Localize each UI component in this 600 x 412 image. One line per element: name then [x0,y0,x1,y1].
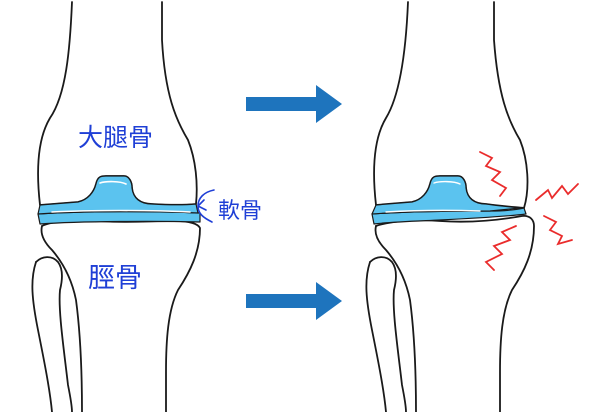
cartilage-label: 軟骨 [218,199,263,224]
healthy-fibula-outline [35,256,73,412]
pain-indicators [479,151,579,271]
femur-label: 大腿骨 [78,123,154,152]
pain-zigzag-icon [535,183,579,201]
right-arrow-icon [246,282,342,320]
cartilage-pointer-arrow [197,189,215,223]
worn-fibula-outline [369,256,407,412]
worn-tibia-inner-edge [374,225,417,412]
right-arrow-icon [246,85,342,123]
worn-fibula-edge [365,261,387,412]
pain-zigzag-icon [543,215,573,246]
pain-zigzag-icon [479,151,508,197]
healthy-femur-outline [37,1,198,206]
pain-zigzag-icon [484,225,517,271]
healthy-knee [31,1,215,412]
worn-tibia-outline [375,214,535,412]
progression-arrows [246,85,342,320]
healthy-cartilage-upper [37,175,199,215]
healthy-tibia-inner-edge [40,225,83,412]
healthy-cartilage-highlight [51,180,191,213]
healthy-fibula-edge [31,261,53,412]
tibia-label: 脛骨 [88,263,142,294]
worn-cartilage-highlight [385,180,481,213]
healthy-tibia-outline [41,219,201,412]
worn-knee [365,1,535,412]
